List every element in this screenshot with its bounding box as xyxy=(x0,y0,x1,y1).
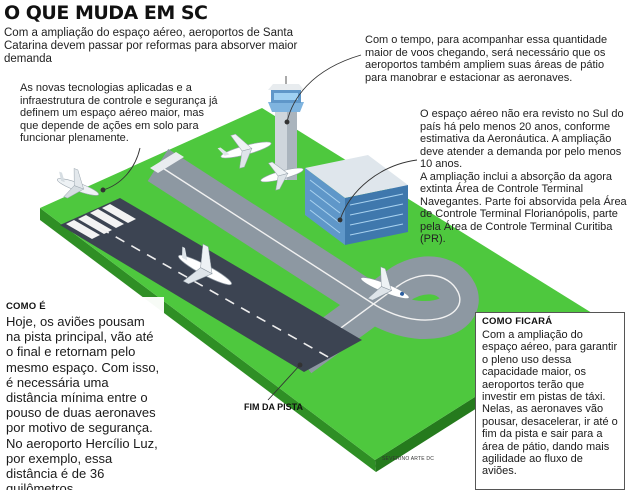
how-it-is-heading: COMO É xyxy=(6,301,46,312)
airplane-flying-icon xyxy=(56,168,100,199)
note-airspace-p1: O espaço aéreo não era revisto no Sul do… xyxy=(420,108,624,170)
leader-lines xyxy=(100,54,418,401)
note-over-time: Com o tempo, para acompanhar essa quanti… xyxy=(365,34,608,84)
runway-end-label: FIM DA PISTA xyxy=(244,402,303,412)
how-it-will-be-heading: COMO FICARÁ xyxy=(482,316,553,327)
how-it-will-be-box: COMO FICARÁ Com a ampliação do espaço aé… xyxy=(475,312,625,490)
control-tower xyxy=(268,76,304,180)
how-it-is-body: Hoje, os aviões pousam na pista principa… xyxy=(6,314,160,490)
note-technology: As novas tecnologias aplicadas e a infra… xyxy=(20,82,218,144)
main-runway xyxy=(60,198,362,372)
runway-centerline xyxy=(99,227,331,359)
taxiway-threshold-marks xyxy=(150,152,184,173)
page-title: O QUE MUDA EM SC xyxy=(4,2,208,24)
taxiway-centerline xyxy=(157,164,461,359)
credit-label: SEVERINO ARTE DC xyxy=(382,456,435,462)
terminal-building xyxy=(305,155,408,245)
how-it-is-box: COMO É Hoje, os aviões pousam na pista p… xyxy=(0,297,164,490)
note-airspace-p2: A ampliação inclui a absorção da agora e… xyxy=(420,170,627,246)
airplane-parked-2-icon xyxy=(260,161,304,191)
airplane-parked-1-icon xyxy=(217,133,272,169)
airplane-runway-icon xyxy=(178,243,232,286)
page-subtitle: Com a ampliação do espaço aéreo, aeropor… xyxy=(4,27,298,65)
note-airspace: O espaço aéreo não era revisto no Sul do… xyxy=(420,108,630,246)
airplane-taxiway-icon xyxy=(360,266,410,301)
how-it-will-be-body: Com a ampliação do espaço aéreo, para ga… xyxy=(482,329,618,478)
grass-platform-side xyxy=(40,208,376,472)
